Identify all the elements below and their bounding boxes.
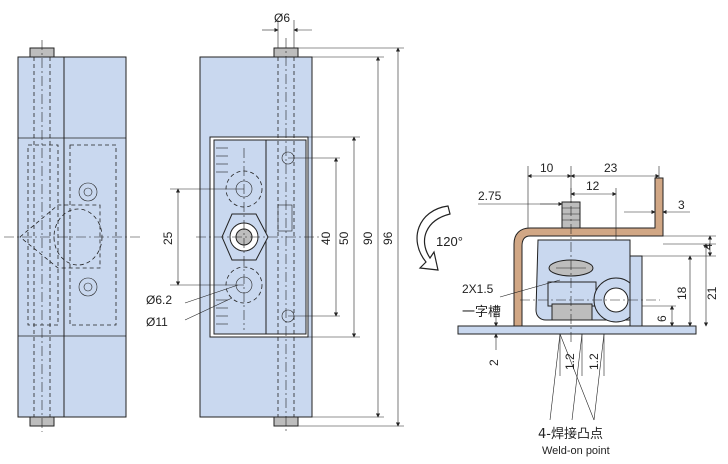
section-dimensions: 10 23 12 2.75 3 4 18 21 6 2 xyxy=(458,161,719,421)
section-view xyxy=(457,177,697,344)
dim-40: 40 xyxy=(319,231,333,245)
label-weld-cn: 4-焊接凸点 xyxy=(538,426,603,442)
dim-6: 6 xyxy=(655,315,669,322)
dim-2: 2 xyxy=(487,359,501,366)
dim-10: 10 xyxy=(540,161,554,175)
dim-23: 23 xyxy=(604,161,618,175)
dim-pin-dia: Ø6 xyxy=(274,11,290,25)
dim-21: 21 xyxy=(705,286,719,300)
knurl-marks xyxy=(216,147,228,325)
label-weld-en: Weld-on point xyxy=(542,445,610,457)
dim-angle: 120° xyxy=(436,234,463,249)
front-dimensions: Ø6 25 40 50 90 96 Ø6.2 Ø11 xyxy=(146,11,404,427)
dim-hole-small: Ø6.2 xyxy=(146,293,172,307)
dim-50: 50 xyxy=(337,231,351,245)
weld-caption: 4-焊接凸点 Weld-on point xyxy=(538,426,610,457)
dim-90: 90 xyxy=(361,231,375,245)
dim-pitch-a: 1.2 xyxy=(563,353,577,370)
dim-25: 25 xyxy=(161,231,175,245)
dim-18: 18 xyxy=(675,286,689,300)
dim-12: 12 xyxy=(586,179,600,193)
side-view xyxy=(4,40,140,432)
label-slot-name: 一字槽 xyxy=(462,305,501,320)
rotation-arrow: 120° xyxy=(416,205,463,271)
dim-2-75: 2.75 xyxy=(478,189,502,203)
label-slot-size: 2X1.5 xyxy=(462,282,494,296)
dim-3: 3 xyxy=(678,198,685,212)
dim-pitch-b: 1.2 xyxy=(587,353,601,370)
dim-hole-large: Ø11 xyxy=(146,315,168,329)
dim-96: 96 xyxy=(381,231,395,245)
front-view xyxy=(196,38,330,432)
